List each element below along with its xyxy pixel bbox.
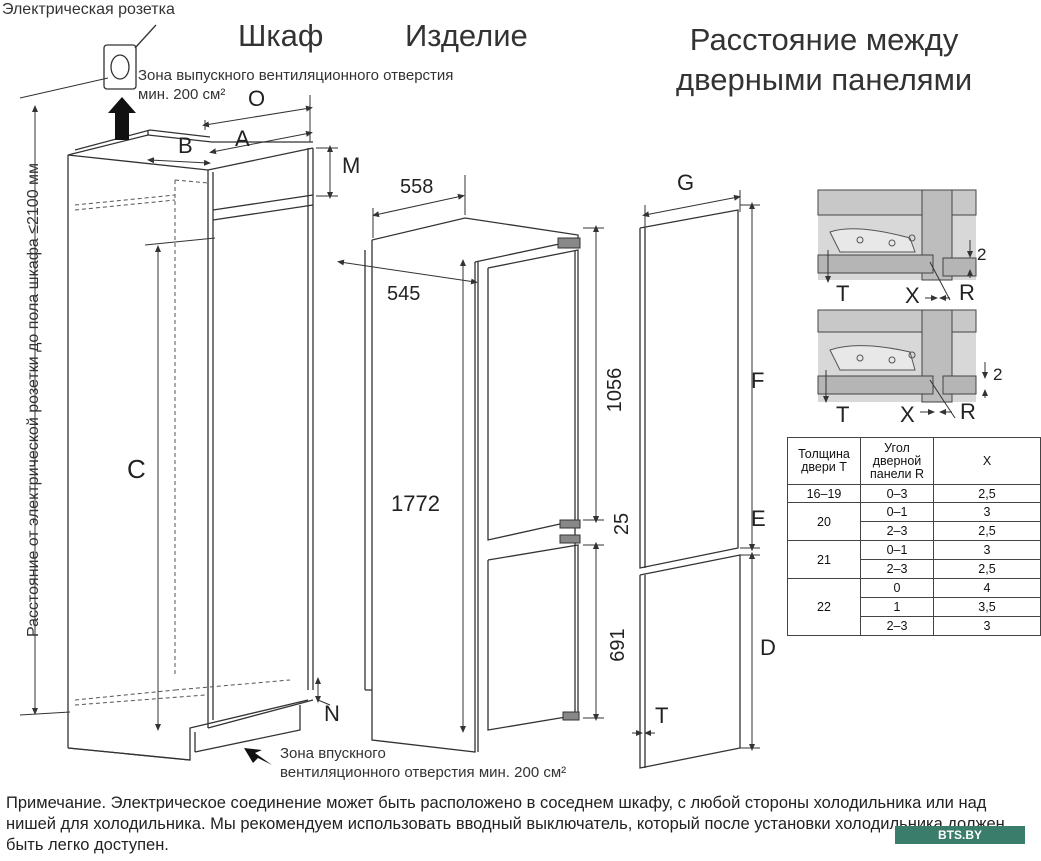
electrical-socket [103, 24, 157, 90]
detail-bottom-2: 2 [993, 365, 1003, 384]
table-row: 21 0–1 3 [787, 540, 1041, 579]
dim-O: O [248, 86, 266, 111]
installation-note: Примечание. Электрическое соединение мож… [6, 794, 1005, 854]
socket-label: Электрическая розетка [2, 1, 175, 18]
product-hinges [557, 237, 581, 721]
exhaust-arrow [108, 97, 136, 140]
hinge-detail-top [817, 189, 977, 301]
door-gap-table: Толщина двери T Угол дверной панели R X … [787, 437, 1041, 636]
dim-M: M [342, 153, 361, 178]
product-lower: 691 [607, 628, 629, 662]
product-width: 558 [400, 176, 434, 198]
detail-top-R: R [959, 280, 975, 305]
product-depth: 545 [387, 283, 421, 305]
dim-D: D [760, 635, 776, 660]
table-row: 2–3 3 [788, 616, 1041, 636]
cabinet-heading: Шкаф [238, 18, 324, 53]
dim-E: E [751, 506, 766, 531]
dim-B: B [178, 133, 193, 158]
cabinet-drawing [67, 129, 314, 761]
dim-A: A [235, 126, 250, 151]
dim-T: T [655, 703, 669, 728]
dim-F: F [751, 368, 765, 393]
table-header: X [933, 437, 1041, 485]
watermark-logo: BTS.BY [895, 826, 1025, 844]
product-heading: Изделие [405, 18, 528, 53]
product-height: 1772 [391, 491, 440, 516]
detail-top-T: T [836, 281, 850, 306]
intake-zone-label: Зона впускного вентиляционного отверстия… [280, 745, 567, 781]
product-upper: 1056 [604, 367, 626, 413]
detail-bottom-T: T [836, 402, 850, 427]
vertical-distance-label: Расстояние от электрической розетки до п… [25, 162, 42, 638]
cabinet-dimensions [19, 77, 338, 731]
door-distance-heading: Расстояние между дверными панелями [676, 22, 973, 97]
cabinet-dashed-lines [74, 179, 291, 706]
door-dimensions [632, 190, 760, 751]
product-dimensions [337, 175, 604, 733]
detail-bottom-X: X [900, 402, 915, 427]
table-row: 20 0–1 3 [787, 502, 1041, 541]
intake-arrow [244, 748, 272, 765]
detail-top-2: 2 [977, 245, 987, 264]
table-header: Толщина двери T [787, 437, 861, 485]
table-row: 16–19 0–3 2,5 [787, 484, 1041, 503]
hinge-detail-bottom [817, 309, 988, 419]
table-row: 22 0 4 [787, 578, 1041, 636]
detail-bottom-R: R [960, 399, 976, 424]
dim-C: C [127, 454, 146, 484]
product-gap: 25 [611, 512, 633, 536]
dim-N: N [324, 701, 340, 726]
detail-top-X: X [905, 283, 920, 308]
exhaust-zone-label: Зона выпускного вентиляционного отверсти… [138, 67, 454, 103]
table-header: Угол дверной панели R [860, 437, 934, 485]
table-row: 2–3 2,5 [788, 521, 1041, 541]
dim-G: G [677, 170, 695, 195]
door-panels-drawing [639, 209, 741, 769]
